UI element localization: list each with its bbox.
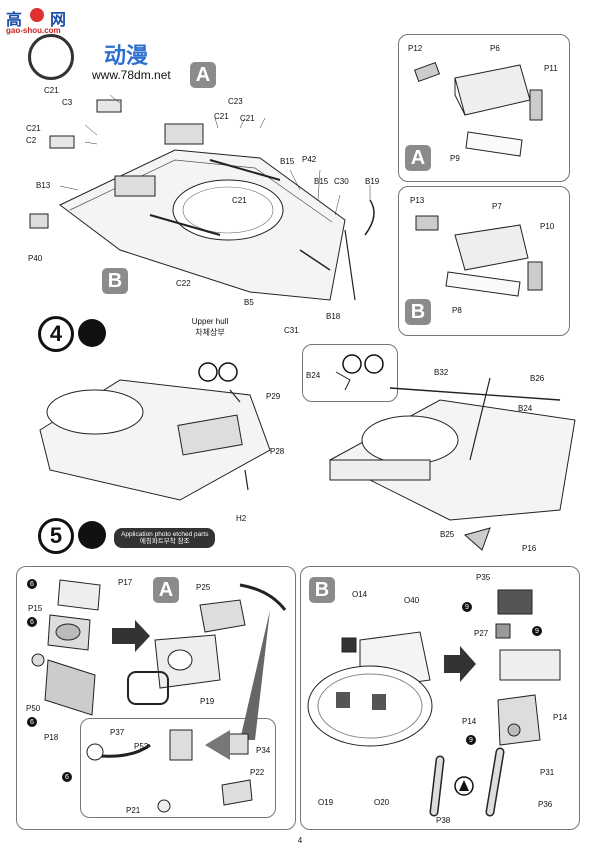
panel-a-label: P21 — [126, 806, 141, 815]
panel-b-badge: B — [309, 577, 335, 603]
step5-number: 5 — [38, 518, 74, 554]
detail-b-label: P8 — [452, 306, 462, 315]
panel-b-label: P27 — [474, 629, 489, 638]
panel-b-label: P14 — [462, 717, 477, 726]
panel-b-label: P38 — [436, 816, 451, 825]
brand-right-glyph: 网 — [50, 12, 67, 29]
etched-parts-note: Application photo etched parts 에칭파트부착 참조 — [114, 528, 216, 548]
step3-label: C30 — [334, 177, 349, 186]
etched-parts-note-en: Application photo etched parts — [121, 531, 209, 538]
step3-label: C23 — [228, 97, 243, 106]
step4-right-label: P16 — [522, 544, 537, 553]
panel-b-cement-count: 9 — [466, 735, 476, 745]
panel-a-label: P50 — [26, 704, 41, 713]
step3-label: B5 — [244, 298, 254, 307]
step3-badge-a: A — [190, 62, 216, 88]
upper-hull-caption-ko: 차체상부 — [195, 328, 225, 337]
step4-right-label: B24 — [306, 371, 321, 380]
step3-badge-b: B — [102, 268, 128, 294]
step3-label: B18 — [326, 312, 341, 321]
cement-icon — [78, 521, 106, 549]
brand-cn-text: 动漫 — [104, 43, 149, 68]
step3-label: C3 — [62, 98, 73, 107]
brand-logo-icon — [30, 8, 44, 22]
step3-label: B13 — [36, 181, 51, 190]
step3-label: P40 — [28, 254, 43, 263]
panel-b-label: P35 — [476, 573, 491, 582]
panel-b-label: O20 — [374, 798, 390, 807]
panel-a-label: P18 — [44, 733, 59, 742]
etched-parts-note-ko: 에칭파트부착 참조 — [139, 538, 190, 545]
panel-a-label: P34 — [256, 746, 271, 755]
panel-a-label: P25 — [196, 583, 211, 592]
panel-b-label: O19 — [318, 798, 334, 807]
brand-left-glyph: 高 — [6, 12, 23, 29]
step3-label: C21 — [214, 112, 229, 121]
upper-hull-caption: Upper hull — [191, 317, 229, 326]
panel-a-label: P15 — [28, 604, 43, 613]
panel-a-badge: A — [153, 577, 179, 603]
detail-b-label: P10 — [540, 222, 555, 231]
panel-a-label: P22 — [250, 768, 265, 777]
panel-b-label: O40 — [404, 596, 420, 605]
panel-b-label: P36 — [538, 800, 553, 809]
step4-label: H2 — [236, 514, 247, 523]
step3-label: C21 — [26, 124, 41, 133]
panel-a-cement-count: 6 — [62, 772, 72, 782]
step3-label: B19 — [365, 177, 380, 186]
step4-label: P28 — [270, 447, 285, 456]
step4-right-label: B32 — [434, 368, 449, 377]
detail-a-label: P9 — [450, 154, 460, 163]
site-small-text: gao-shou.com — [6, 26, 61, 35]
detail-b-label: P13 — [410, 196, 425, 205]
panel-a-label: P19 — [200, 697, 215, 706]
detail-b-badge: B — [405, 299, 431, 325]
step3-label: C22 — [176, 279, 191, 288]
cement-icon — [78, 319, 106, 347]
step4-right-label: B25 — [440, 530, 455, 539]
detail-a-label: P12 — [408, 44, 423, 53]
panel-a-label: P37 — [110, 728, 125, 737]
panel-b-cement-count: 9 — [462, 602, 472, 612]
step3-label: C31 — [284, 326, 299, 335]
panel-a-cement-count: 6 — [27, 717, 37, 727]
detail-b-label: P7 — [492, 202, 502, 211]
step3-label: C2 — [26, 136, 37, 145]
site-url-text: www.78dm.net — [92, 68, 171, 82]
detail-a-label: P11 — [544, 64, 558, 73]
panel-b-label: P31 — [540, 768, 555, 777]
step4-right-label: B26 — [530, 374, 545, 383]
step3-circle — [28, 34, 74, 80]
panel-b-cement-count: 9 — [532, 626, 542, 636]
detail-a-badge: A — [405, 145, 431, 171]
step4-number: 4 — [38, 316, 74, 352]
panel-a-cement-count: 6 — [27, 579, 37, 589]
panel-b-label: O14 — [352, 590, 368, 599]
step3-label: B15 — [314, 177, 329, 186]
step4-label: P29 — [266, 392, 281, 401]
step3-label: C21 — [44, 86, 59, 95]
step3-label: P42 — [302, 155, 317, 164]
step3-label: B15 — [280, 157, 295, 166]
step3-label: C21 — [232, 196, 247, 205]
step3-label: C21 — [240, 114, 255, 123]
panel-a-label: P17 — [118, 578, 133, 587]
site-watermark: 高 网 gao-shou.com 动漫 www.78dm.net — [4, 6, 174, 86]
page-number: 4 — [297, 836, 303, 845]
detail-a-label: P6 — [490, 44, 500, 53]
step4-right-label: B24 — [518, 404, 533, 413]
panel-a-cement-count: 6 — [27, 617, 37, 627]
panel-a-label: P52 — [134, 742, 149, 751]
panel-b-label: P14 — [553, 713, 568, 722]
